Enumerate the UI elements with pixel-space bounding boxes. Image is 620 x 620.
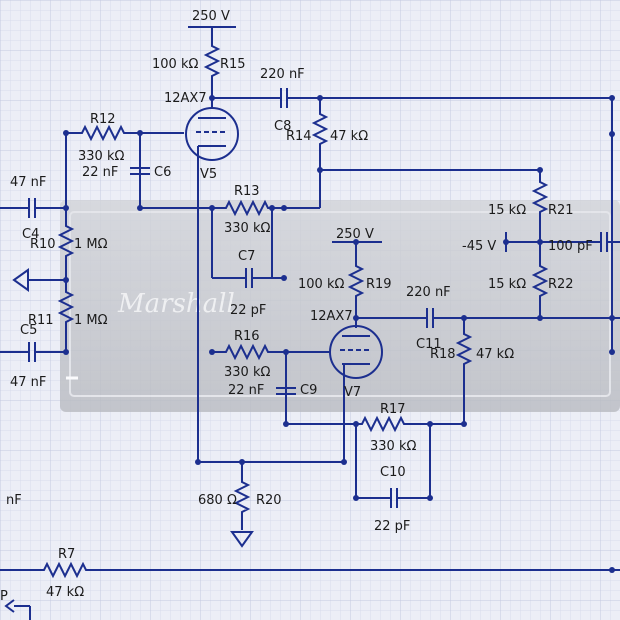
label-c6-ref: C6 <box>154 165 171 180</box>
label-nf-left: nF <box>6 493 22 508</box>
ground-left <box>12 268 29 292</box>
label-c5-ref: C5 <box>20 323 37 338</box>
resistor-r16[interactable] <box>222 343 272 361</box>
label-bias-voltage: -45 V <box>462 239 496 254</box>
capacitor-c7[interactable] <box>240 268 258 288</box>
label-r12-value: 330 kΩ <box>78 149 124 164</box>
capacitor-c8[interactable] <box>276 88 292 108</box>
amplifier-background-image: Marshall <box>60 200 620 412</box>
resistor-r13[interactable] <box>222 199 280 217</box>
label-c7-value: 22 pF <box>230 303 266 318</box>
label-c9-value: 22 nF <box>228 383 264 398</box>
resistor-r12[interactable] <box>78 124 128 142</box>
label-r10-value: 1 MΩ <box>74 237 108 252</box>
wires <box>0 26 620 620</box>
label-r15-ref: R15 <box>220 57 246 72</box>
label-r19-value: 100 kΩ <box>298 277 344 292</box>
resistor-r11[interactable] <box>57 288 75 332</box>
label-c7-ref: C7 <box>238 249 255 264</box>
label-c4-value: 47 nF <box>10 175 46 190</box>
label-c6-value: 22 nF <box>82 165 118 180</box>
label-r20-ref: R20 <box>256 493 282 508</box>
resistor-r22[interactable] <box>531 262 549 300</box>
label-c8-ref: C8 <box>274 119 291 134</box>
capacitor-c5[interactable] <box>24 342 40 362</box>
label-250v-mid: 250 V <box>336 227 374 242</box>
label-r10-ref: R10 <box>30 237 56 252</box>
label-r12-ref: R12 <box>90 112 116 127</box>
label-c10-ref: C10 <box>380 465 406 480</box>
label-c5-value: 47 nF <box>10 375 46 390</box>
tube-v7[interactable] <box>329 325 383 379</box>
resistor-r17[interactable] <box>356 415 408 433</box>
label-c10-value: 22 pF <box>374 519 410 534</box>
label-250v-top: 250 V <box>192 9 230 24</box>
label-r14-value: 47 kΩ <box>330 129 368 144</box>
capacitor-c10[interactable] <box>386 488 404 508</box>
capacitor-c6[interactable] <box>130 167 150 175</box>
label-r22-value: 15 kΩ <box>488 277 526 292</box>
label-c11-value: 220 nF <box>406 285 451 300</box>
label-r17-value: 330 kΩ <box>370 439 416 454</box>
label-c9-ref: C9 <box>300 383 317 398</box>
resistor-r7[interactable] <box>36 561 96 579</box>
resistor-r19[interactable] <box>347 262 365 300</box>
tube-v5[interactable] <box>185 107 239 161</box>
label-r7-ref: R7 <box>58 547 75 562</box>
resistor-r20[interactable] <box>233 478 251 516</box>
resistor-r14[interactable] <box>311 110 329 148</box>
label-r22-ref: R22 <box>548 277 574 292</box>
marshall-logo: Marshall <box>117 289 235 319</box>
capacitor-c9[interactable] <box>276 387 296 395</box>
terminal-bottom-left <box>4 599 15 613</box>
label-r14-ref: R14 <box>286 129 312 144</box>
label-c4-ref: C4 <box>22 227 39 242</box>
label-r21-value: 15 kΩ <box>488 203 526 218</box>
capacitor-c11[interactable] <box>422 308 438 328</box>
label-c11-ref: C11 <box>416 337 442 352</box>
junction-dots <box>63 95 615 573</box>
resistor-r18[interactable] <box>455 330 473 378</box>
label-r13-ref: R13 <box>234 184 260 199</box>
label-r16-ref: R16 <box>234 329 260 344</box>
label-r18-value: 47 kΩ <box>476 347 514 362</box>
label-v5-ref: V5 <box>200 167 217 182</box>
label-r15-value: 100 kΩ <box>152 57 198 72</box>
capacitor-c4[interactable] <box>24 198 40 218</box>
label-r11-value: 1 MΩ <box>74 313 108 328</box>
label-p-left: P <box>0 589 8 604</box>
label-r16-value: 330 kΩ <box>224 365 270 380</box>
resistor-r10[interactable] <box>57 222 75 262</box>
label-r20-value: 680 Ω <box>198 493 237 508</box>
label-v7-type: 12AX7 <box>310 309 353 324</box>
resistor-r21[interactable] <box>531 178 549 222</box>
label-c8-value: 220 nF <box>260 67 305 82</box>
capacitor-c12[interactable] <box>596 232 620 252</box>
label-v5-type: 12AX7 <box>164 91 207 106</box>
label-r19-ref: R19 <box>366 277 392 292</box>
label-r17-ref: R17 <box>380 402 406 417</box>
label-r11-ref: R11 <box>28 313 54 328</box>
label-r21-ref: R21 <box>548 203 574 218</box>
label-v7-ref: V7 <box>344 385 361 400</box>
label-r13-value: 330 kΩ <box>224 221 270 236</box>
label-c12-value: 100 pF <box>548 239 593 254</box>
label-r18-ref: R18 <box>430 347 456 362</box>
label-r7-value: 47 kΩ <box>46 585 84 600</box>
resistor-r15[interactable] <box>203 42 221 78</box>
